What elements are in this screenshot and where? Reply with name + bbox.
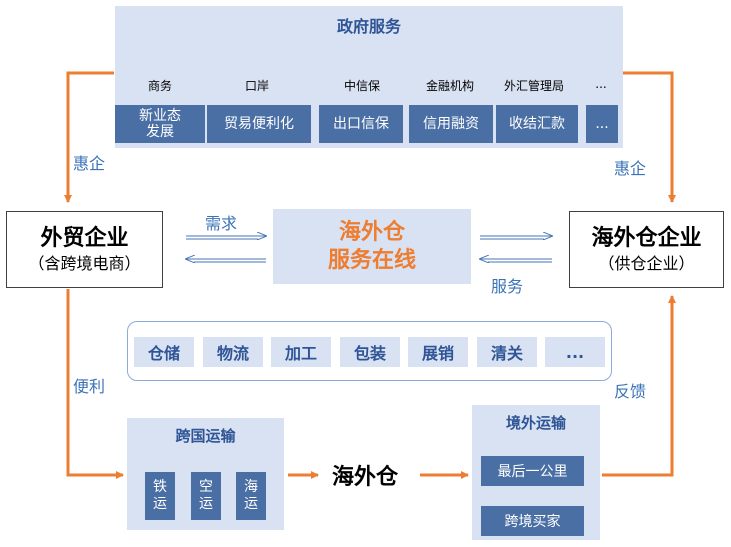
service-trade-facilitation: 贸易便利化 [207, 105, 311, 143]
foreign-trade-enterprise-name: 外贸企业 [40, 225, 129, 251]
cross-border-buyer: 跨境买家 [481, 506, 584, 536]
service-credit-financing: 信用融资 [409, 105, 493, 143]
gov-to-warehouse-arrow [623, 71, 676, 203]
center-title-line1: 海外仓 [338, 219, 405, 245]
foreign-trade-enterprise: 外贸企业 （含跨境电商） [6, 211, 163, 288]
service-customs: 清关 [477, 337, 537, 367]
center-title-line2: 服务在线 [327, 247, 416, 273]
trade-to-transport-arrow [66, 289, 124, 479]
last-mile: 最后一公里 [481, 456, 584, 486]
service-more: ... [586, 105, 618, 143]
service-exhibition: 展销 [408, 337, 468, 367]
mode-rail: 铁 运 [145, 472, 175, 520]
service-settlement: 收结汇款 [496, 105, 578, 143]
agency-sinosure: 中信保 [343, 79, 381, 93]
service-more-ops: ... [545, 337, 605, 367]
service-storage: 仓储 [134, 337, 194, 367]
service-processing: 加工 [271, 337, 331, 367]
service-export-insurance: 出口信保 [319, 105, 403, 143]
mode-sea: 海 运 [236, 472, 266, 520]
right-benefit-label: 惠企 [614, 159, 647, 178]
feedback-label: 反馈 [614, 382, 647, 401]
agency-finance: 金融机构 [425, 79, 475, 93]
gov-to-trade-arrow [64, 71, 114, 203]
warehouse-enterprise-sub: （供仓企业） [598, 253, 695, 273]
overseas-transport-title: 境外运输 [505, 414, 566, 432]
cross-border-title: 跨国运输 [175, 427, 236, 445]
service-packaging: 包装 [340, 337, 400, 367]
mode-air: 空 运 [191, 472, 221, 520]
overseas-to-warehouse-ent-arrow [602, 295, 676, 477]
service-new-business: 新业态 发展 [115, 105, 205, 143]
warehouse-enterprise: 海外仓企业 （供仓企业） [569, 211, 724, 288]
left-benefit-label: 惠企 [73, 154, 106, 173]
agency-commerce: 商务 [147, 79, 173, 93]
agency-more: ... [595, 77, 607, 91]
convenience-label: 便利 [73, 377, 106, 396]
agency-forex: 外汇管理局 [503, 79, 565, 93]
agency-port: 口岸 [244, 79, 270, 93]
foreign-trade-enterprise-sub: （含跨境电商） [28, 253, 141, 273]
center-platform: 海外仓 服务在线 [273, 209, 471, 284]
government-title: 政府服务 [336, 17, 401, 36]
overseas-warehouse-label: 海外仓 [332, 465, 399, 490]
service-label: 服务 [491, 277, 524, 296]
warehouse-enterprise-name: 海外仓企业 [591, 225, 702, 251]
service-logistics: 物流 [203, 337, 263, 367]
demand-label: 需求 [205, 214, 238, 233]
